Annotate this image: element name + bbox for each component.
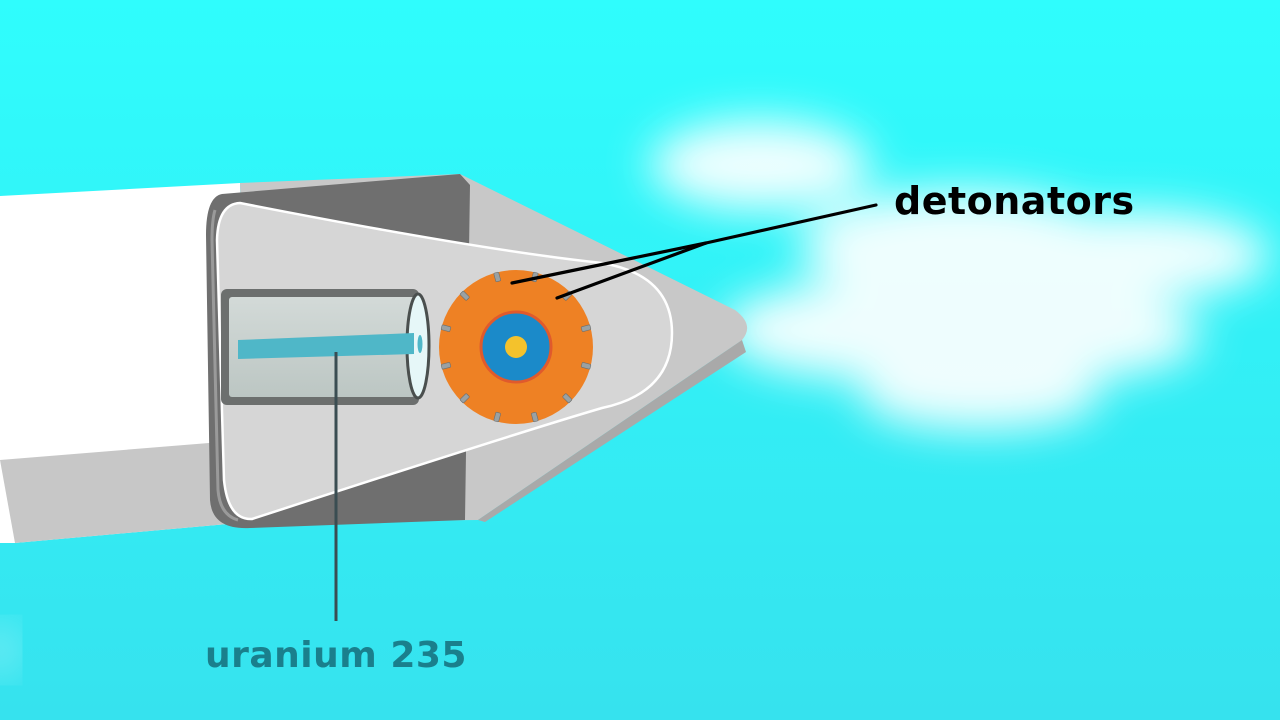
cloud-small xyxy=(0,628,14,672)
uranium-rod xyxy=(238,333,414,359)
detonator xyxy=(493,411,501,423)
detonator xyxy=(580,324,592,332)
detonator xyxy=(459,393,470,404)
detonator xyxy=(440,362,452,370)
detonator xyxy=(580,362,592,370)
detonator xyxy=(531,411,539,423)
cloud xyxy=(650,120,1270,430)
detonator xyxy=(562,393,573,404)
detonators-leader xyxy=(510,203,878,300)
bomb-core xyxy=(439,270,593,424)
uranium-235-label: uranium 235 xyxy=(205,635,467,676)
uranium-tube xyxy=(221,289,431,405)
detonator xyxy=(459,290,470,301)
detonators-label: detonators xyxy=(894,179,1135,223)
detonator xyxy=(493,271,501,283)
detonator xyxy=(440,324,452,332)
